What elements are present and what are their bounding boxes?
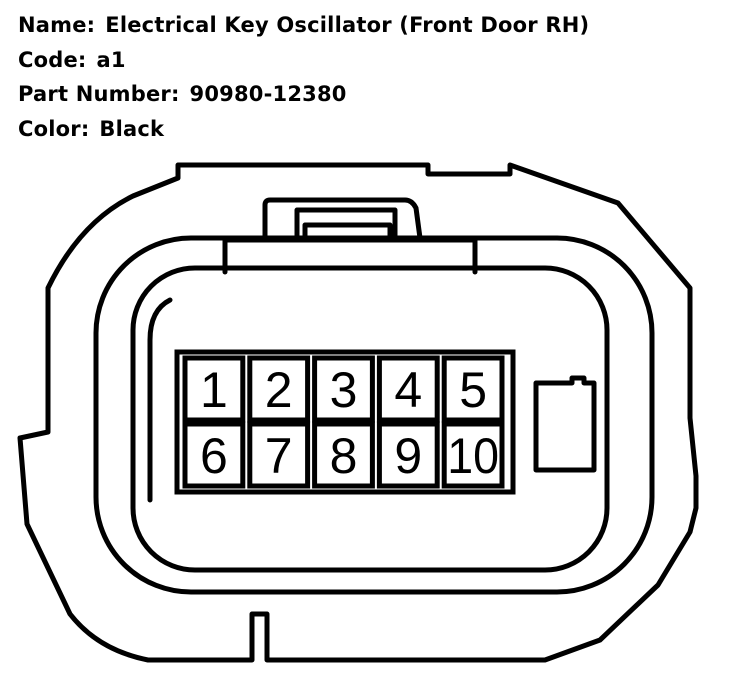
- part-number-value: 90980-12380: [189, 82, 347, 106]
- pin-cavity: [312, 421, 375, 489]
- code-value: a1: [96, 47, 126, 72]
- code-label: Code:: [18, 47, 87, 72]
- color-line: Color: Black: [18, 112, 589, 147]
- pin-number-10: 10: [447, 428, 499, 484]
- pin-number-7: 7: [265, 428, 293, 484]
- connector-outer-housing: [17, 162, 699, 663]
- color-value: Black: [99, 116, 165, 141]
- cavity-inner-lip: [147, 297, 173, 503]
- latch-inner: [294, 207, 398, 241]
- name-value: Electrical Key Oscillator (Front Door RH…: [105, 13, 590, 37]
- pin-cell-3: 3: [312, 355, 375, 423]
- pin-cavity: [441, 421, 505, 489]
- pin-cavity: [376, 355, 440, 423]
- pin-block-frame: [174, 349, 516, 495]
- code-line: Code: a1: [18, 43, 589, 78]
- part-number-label: Part Number:: [18, 82, 180, 106]
- pin-number-8: 8: [330, 428, 358, 484]
- part-number-line: Part Number: 90980-12380: [18, 77, 589, 112]
- pin-cavity: [376, 421, 440, 489]
- pin-cell-1: 1: [182, 355, 246, 423]
- pin-number-4: 4: [394, 362, 422, 418]
- pin-cavity: [182, 355, 246, 423]
- connector-inner-cavity: [130, 265, 610, 573]
- pin-cell-7: 7: [247, 421, 311, 489]
- connector-latch: [262, 197, 423, 241]
- pin-cell-9: 9: [376, 421, 440, 489]
- pin-cavity: [312, 355, 375, 423]
- color-label: Color:: [18, 116, 90, 141]
- connector-key-tab: [533, 375, 597, 473]
- pin-cell-4: 4: [376, 355, 440, 423]
- pin-number-1: 1: [200, 362, 228, 418]
- pin-number-9: 9: [394, 428, 422, 484]
- pin-number-2: 2: [265, 362, 293, 418]
- pin-cell-10: 10: [441, 421, 505, 489]
- pin-cavity: [247, 355, 311, 423]
- name-label: Name:: [18, 13, 96, 37]
- pin-cell-6: 6: [182, 421, 246, 489]
- pin-cell-8: 8: [312, 421, 375, 489]
- connector-seal-ring: [93, 235, 655, 595]
- pin-cell-5: 5: [441, 355, 505, 423]
- pin-cell-2: 2: [247, 355, 311, 423]
- pin-cavity: [247, 421, 311, 489]
- name-line: Name: Electrical Key Oscillator (Front Do…: [18, 8, 589, 43]
- pin-number-5: 5: [459, 362, 487, 418]
- pin-cavity: [441, 355, 505, 423]
- pin-cavity: [182, 421, 246, 489]
- pin-number-6: 6: [200, 428, 228, 484]
- pin-number-3: 3: [330, 362, 358, 418]
- connector-info: Name: Electrical Key Oscillator (Front Do…: [18, 8, 589, 146]
